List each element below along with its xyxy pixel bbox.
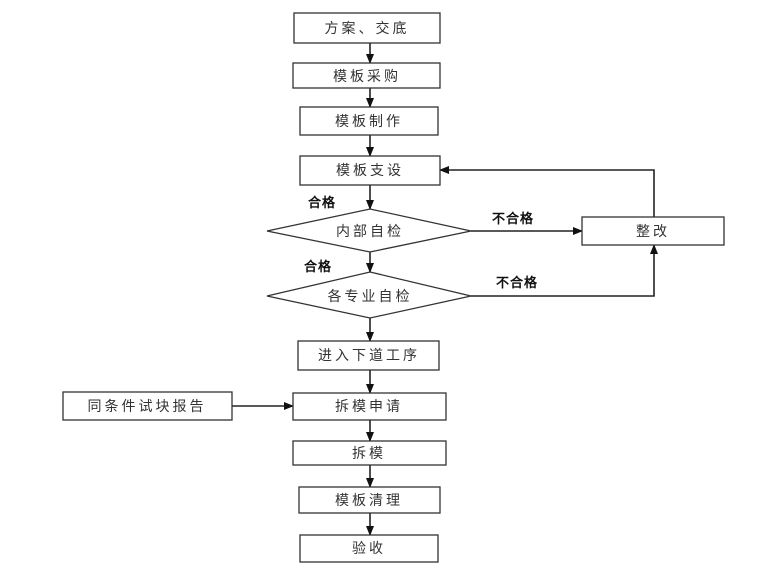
node-label: 进入下道工序 bbox=[318, 348, 420, 364]
node-next-process: 进入下道工序 bbox=[297, 340, 440, 371]
node-label: 各专业自检 bbox=[328, 289, 413, 305]
edge-label-fail-1: 不合格 bbox=[492, 211, 534, 227]
node-label: 拆模申请 bbox=[335, 399, 403, 415]
node-formwork-erection: 模板支设 bbox=[299, 155, 441, 186]
node-label: 模板采购 bbox=[333, 69, 401, 85]
node-label: 拆模 bbox=[352, 446, 386, 462]
node-scheme-briefing: 方案、交底 bbox=[293, 12, 441, 44]
node-formwork-purchase: 模板采购 bbox=[292, 62, 441, 89]
node-label: 整改 bbox=[636, 224, 670, 240]
node-formwork-fabrication: 模板制作 bbox=[299, 106, 439, 136]
node-label: 模板制作 bbox=[335, 114, 403, 130]
node-label: 同条件试块报告 bbox=[88, 398, 207, 415]
edge-fix-n4 bbox=[439, 166, 655, 217]
node-label: 验收 bbox=[352, 541, 386, 557]
decision-internal-check: 内部自检 bbox=[266, 208, 472, 253]
edge-d2-fix bbox=[471, 244, 658, 297]
edge-label-pass-2: 合格 bbox=[304, 259, 332, 275]
edge-label-fail-2: 不合格 bbox=[496, 275, 538, 291]
node-formwork-removal: 拆模 bbox=[292, 440, 447, 466]
node-rectification: 整改 bbox=[581, 216, 725, 246]
edges bbox=[232, 43, 658, 536]
node-test-block-report: 同条件试块报告 bbox=[62, 391, 233, 421]
edge-label-pass-1: 合格 bbox=[308, 195, 336, 211]
node-acceptance: 验收 bbox=[299, 534, 439, 563]
node-label: 模板清理 bbox=[335, 493, 403, 509]
node-label: 内部自检 bbox=[336, 224, 404, 240]
node-formwork-cleaning: 模板清理 bbox=[298, 486, 441, 514]
decision-specialty-check: 各专业自检 bbox=[266, 271, 472, 319]
node-label: 模板支设 bbox=[336, 163, 404, 179]
node-removal-request: 拆模申请 bbox=[292, 392, 447, 421]
node-label: 方案、交底 bbox=[325, 20, 410, 37]
